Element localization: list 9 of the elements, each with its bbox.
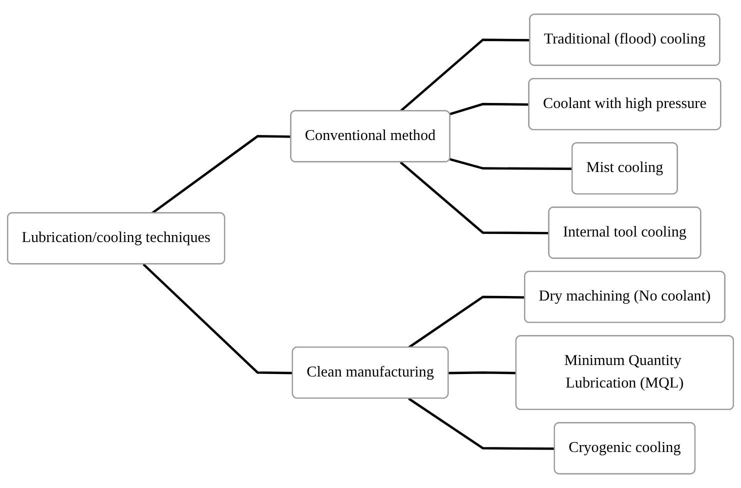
connector bbox=[142, 263, 293, 374]
connector bbox=[408, 296, 526, 349]
connector bbox=[450, 158, 573, 170]
connector bbox=[408, 398, 555, 450]
connector bbox=[450, 102, 530, 116]
connector bbox=[400, 161, 550, 234]
connector bbox=[448, 371, 516, 374]
connector bbox=[151, 135, 292, 214]
connector bbox=[400, 38, 530, 112]
